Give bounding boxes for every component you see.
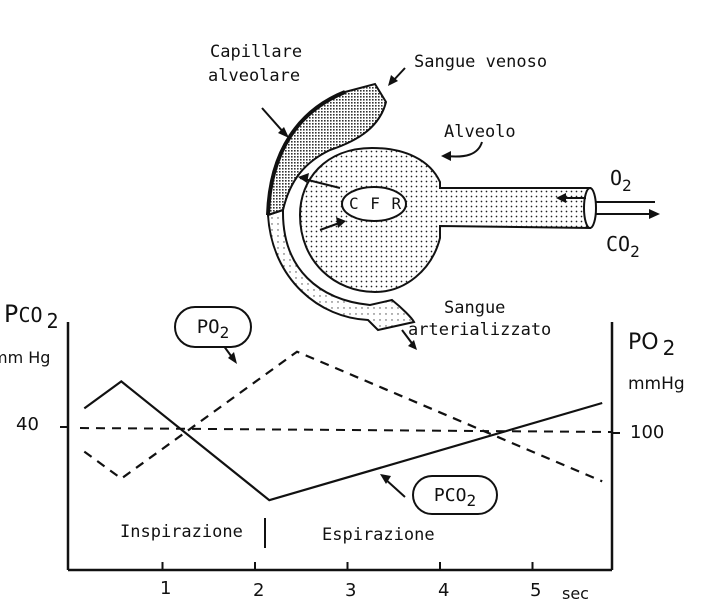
cfr-arrowhead-right bbox=[336, 217, 346, 228]
po2-callout-pointer-head bbox=[228, 352, 237, 364]
pco2-baseline bbox=[79, 427, 613, 433]
phase-inspiration-label: Inspirazione bbox=[120, 522, 243, 542]
capillary-pointer-head bbox=[278, 127, 289, 138]
left-axis-title-p: P bbox=[4, 300, 19, 328]
alveolus-pointer-head bbox=[441, 151, 451, 161]
co2-label-main: CO bbox=[606, 232, 631, 256]
alveolus-pointer bbox=[445, 141, 483, 158]
x-tick-label-5: 5 bbox=[530, 580, 542, 601]
arterial-label-line1: Sangue bbox=[444, 298, 506, 318]
x-tick-label-1: 1 bbox=[160, 578, 172, 599]
venous-blood-label: Sangue venoso bbox=[414, 52, 548, 72]
po2-callout-text: PO bbox=[196, 316, 220, 338]
arterial-label-line2: arterializzato bbox=[408, 320, 552, 340]
cfr-arrowhead-left bbox=[298, 173, 309, 183]
cfr-oval bbox=[341, 186, 407, 222]
pco2-callout-sub: 2 bbox=[466, 490, 477, 510]
o2-label-main: O bbox=[610, 166, 623, 190]
left-axis-title-co: CO bbox=[18, 303, 43, 327]
capillary-arterial-segment bbox=[266, 208, 416, 332]
left-axis-unit: mm Hg bbox=[0, 348, 51, 367]
co2-label-sub: 2 bbox=[630, 242, 640, 261]
x-unit-label: sec bbox=[562, 584, 589, 603]
right-axis-title-main: PO bbox=[628, 330, 659, 355]
venous-pointer-head bbox=[388, 75, 398, 86]
left-axis-title-sub: 2 bbox=[46, 309, 59, 333]
left-tick-label: 40 bbox=[16, 414, 39, 435]
x-tick-label-3: 3 bbox=[345, 580, 357, 601]
capillary-pointer bbox=[261, 107, 286, 135]
alveolus-body bbox=[298, 146, 591, 294]
pco2-callout-pointer-head bbox=[380, 474, 391, 484]
cfr-label: C F R bbox=[349, 194, 403, 213]
x-tick-marks bbox=[161, 562, 534, 570]
o2-label: O2 bbox=[610, 166, 632, 194]
po2-callout-sub: 2 bbox=[219, 322, 230, 342]
right-axis-unit: mmHg bbox=[628, 374, 685, 394]
alveolus-label: Alveolo bbox=[444, 122, 516, 142]
x-tick-label-2: 2 bbox=[253, 580, 265, 601]
arterial-pointer-head bbox=[408, 340, 417, 350]
right-axis-title-sub: 2 bbox=[662, 336, 676, 360]
capillary-label-line1: Capillare bbox=[210, 42, 303, 62]
capillary-label-line2: alveolare bbox=[208, 66, 301, 86]
o2-label-sub: 2 bbox=[622, 176, 632, 195]
duct-arrowhead-in bbox=[556, 193, 566, 203]
right-tick-label: 100 bbox=[630, 422, 665, 443]
series-pco2-line bbox=[83, 380, 603, 502]
pco2-callout-text: PCO bbox=[433, 484, 467, 506]
phase-expiration-label: Espirazione bbox=[322, 525, 435, 545]
x-tick-label-4: 4 bbox=[438, 580, 450, 601]
co2-label: CO2 bbox=[606, 232, 640, 260]
capillary-venous-edge bbox=[266, 90, 346, 216]
series-po2-line bbox=[83, 350, 603, 483]
co2-arrowhead bbox=[649, 209, 660, 219]
duct-opening bbox=[583, 187, 597, 229]
